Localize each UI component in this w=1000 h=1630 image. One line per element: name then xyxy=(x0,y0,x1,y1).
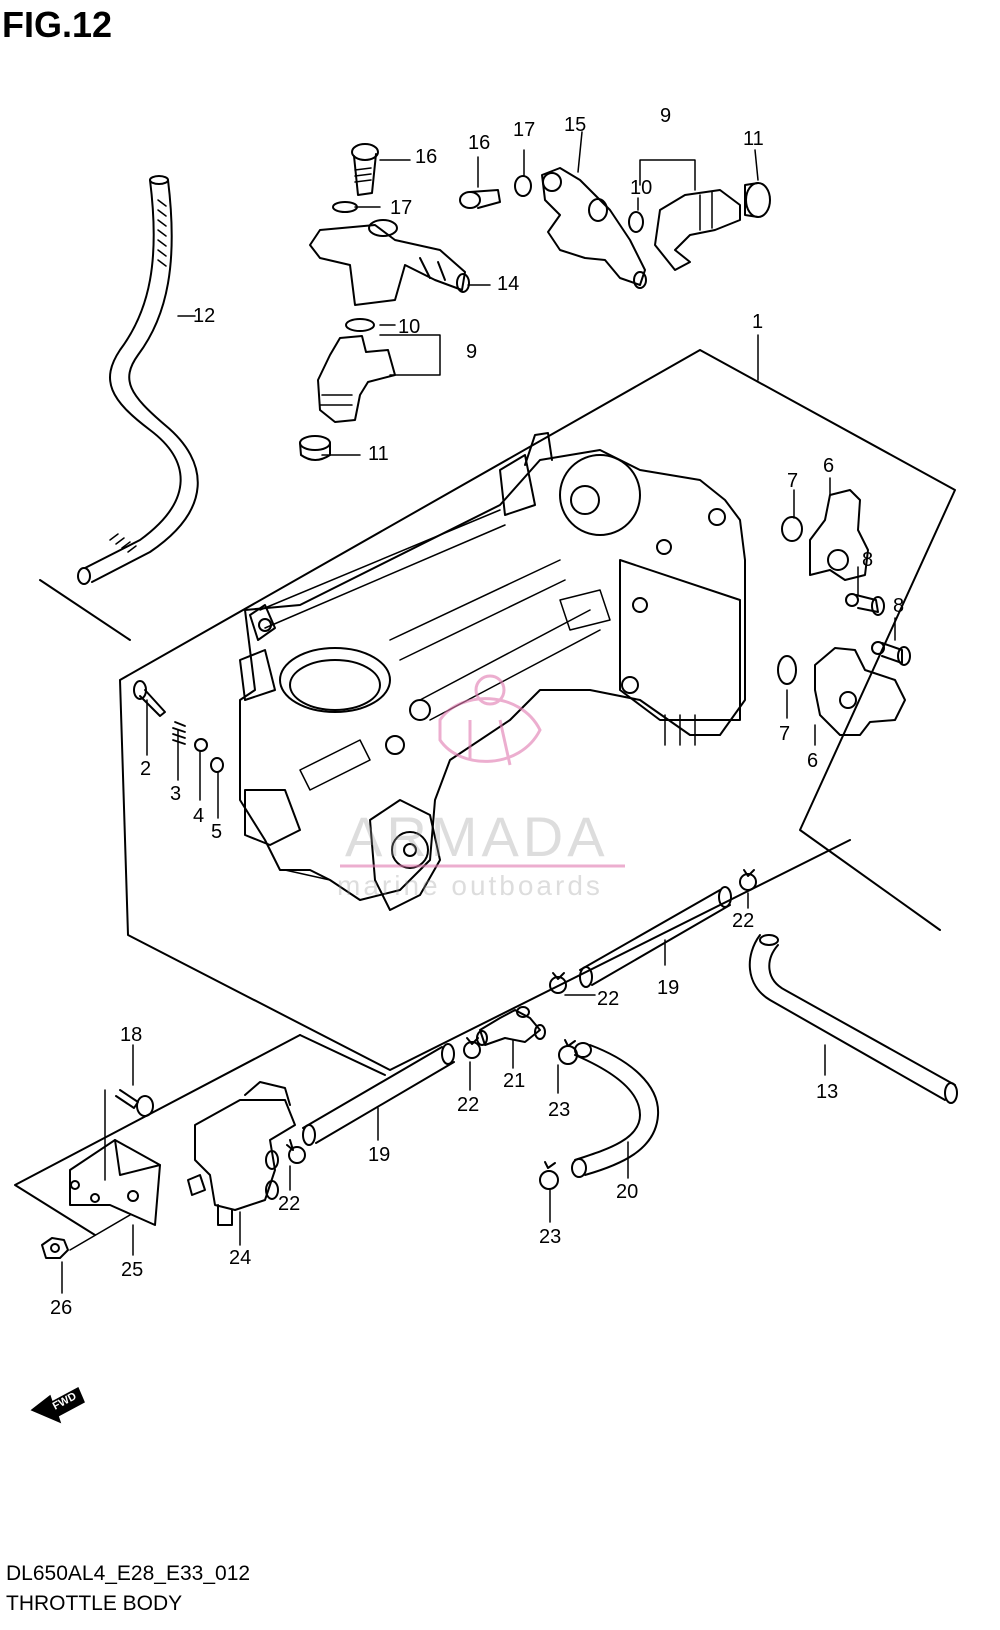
callout-8: 8 xyxy=(893,595,904,617)
clamp-22-a xyxy=(739,869,757,891)
callout-22: 22 xyxy=(597,988,619,1010)
screw-8-top xyxy=(845,593,885,616)
clamp-23-a xyxy=(558,1039,578,1065)
callout-2: 2 xyxy=(140,758,151,780)
seal-11-right xyxy=(744,182,771,218)
screw-18 xyxy=(115,1089,154,1117)
callout-6: 6 xyxy=(823,455,834,477)
callout-14: 14 xyxy=(497,273,519,295)
clamp-22-d xyxy=(286,1139,306,1164)
callout-6: 6 xyxy=(807,750,818,772)
callout-3: 3 xyxy=(170,783,181,805)
sensor-6-bottom xyxy=(814,647,906,736)
callout-16: 16 xyxy=(415,146,437,168)
callout-7: 7 xyxy=(779,723,790,745)
bracket-25 xyxy=(69,1139,161,1226)
watermark-brand: ARMADA xyxy=(345,805,609,868)
callout-26: 26 xyxy=(50,1297,72,1319)
hose-20 xyxy=(571,1042,660,1178)
drawing-code: DL650AL4_E28_E33_012 xyxy=(6,1562,251,1585)
washer-4 xyxy=(194,738,208,752)
callout-11: 11 xyxy=(368,443,389,465)
watermark: ARMADA marine outboards xyxy=(337,674,625,901)
o-ring-10-right xyxy=(628,211,644,233)
o-ring-10-left xyxy=(345,318,375,332)
callout-12: 12 xyxy=(193,305,215,327)
bolt-16-right xyxy=(459,189,501,209)
watermark-tagline: marine outboards xyxy=(337,870,603,901)
callout-9: 9 xyxy=(466,341,477,363)
bolt-16-left xyxy=(351,143,379,196)
throttle-body-assembly xyxy=(239,432,746,911)
clamp-22-b xyxy=(549,972,567,994)
callout-19: 19 xyxy=(657,977,679,999)
callout-22: 22 xyxy=(457,1094,479,1116)
injector-9-right xyxy=(654,189,741,271)
callout-16: 16 xyxy=(468,132,490,154)
callout-18: 18 xyxy=(120,1024,142,1046)
callout-13: 13 xyxy=(816,1081,838,1103)
callout-17: 17 xyxy=(513,119,535,141)
o-ring-7-bottom xyxy=(777,655,797,685)
callout-11: 11 xyxy=(743,128,764,150)
injector-9-left xyxy=(317,335,396,423)
callout-7: 7 xyxy=(787,470,798,492)
callout-labels: 1234566778899101011111213141516161717181… xyxy=(50,105,904,1319)
seal-11-left xyxy=(299,435,331,461)
spring-3 xyxy=(172,721,186,745)
joint-21 xyxy=(476,1006,546,1046)
hose-19-right xyxy=(579,886,732,988)
frame-lower-left xyxy=(14,1034,301,1236)
washer-17-right xyxy=(514,175,532,197)
joint-14 xyxy=(309,219,470,306)
hose-12 xyxy=(77,175,199,585)
figure-title: FIG.12 xyxy=(2,4,113,45)
hose-13 xyxy=(748,934,958,1104)
o-ring-7-top xyxy=(781,516,803,542)
callout-21: 21 xyxy=(503,1070,525,1092)
sensor-6-top xyxy=(809,489,869,581)
assembly-frame xyxy=(39,349,956,1071)
o-ring-5 xyxy=(210,757,224,773)
callout-10: 10 xyxy=(398,316,420,338)
callout-24: 24 xyxy=(229,1247,251,1269)
callout-22: 22 xyxy=(278,1193,300,1215)
callout-25: 25 xyxy=(121,1259,143,1281)
joint-15 xyxy=(541,167,647,289)
callout-23: 23 xyxy=(548,1099,570,1121)
fwd-arrow-icon: FWD xyxy=(30,1386,85,1424)
hose-19-left xyxy=(302,1043,455,1146)
leader-lines-lower-left xyxy=(69,1089,131,1251)
watermark-logo-icon xyxy=(438,674,542,766)
drawing-name: THROTTLE BODY xyxy=(6,1592,183,1615)
callout-23: 23 xyxy=(539,1226,561,1248)
callout-19: 19 xyxy=(368,1144,390,1166)
callout-1: 1 xyxy=(752,311,763,333)
solenoid-valve-24 xyxy=(187,1081,296,1226)
callout-4: 4 xyxy=(193,805,204,827)
washer-17-left xyxy=(332,201,358,213)
callout-10: 10 xyxy=(630,177,652,199)
callout-9: 9 xyxy=(660,105,671,127)
callout-15: 15 xyxy=(564,114,586,136)
callout-20: 20 xyxy=(616,1181,638,1203)
callout-8: 8 xyxy=(862,549,873,571)
clamp-22-c xyxy=(463,1037,481,1059)
callout-5: 5 xyxy=(211,821,222,843)
screw-2 xyxy=(133,680,166,717)
callout-22: 22 xyxy=(732,910,754,932)
frame-leader-line xyxy=(299,1034,386,1076)
callout-17: 17 xyxy=(390,197,412,219)
nut-26 xyxy=(41,1237,69,1259)
screw-8-bottom xyxy=(871,641,911,666)
clamp-23-b xyxy=(539,1161,559,1190)
